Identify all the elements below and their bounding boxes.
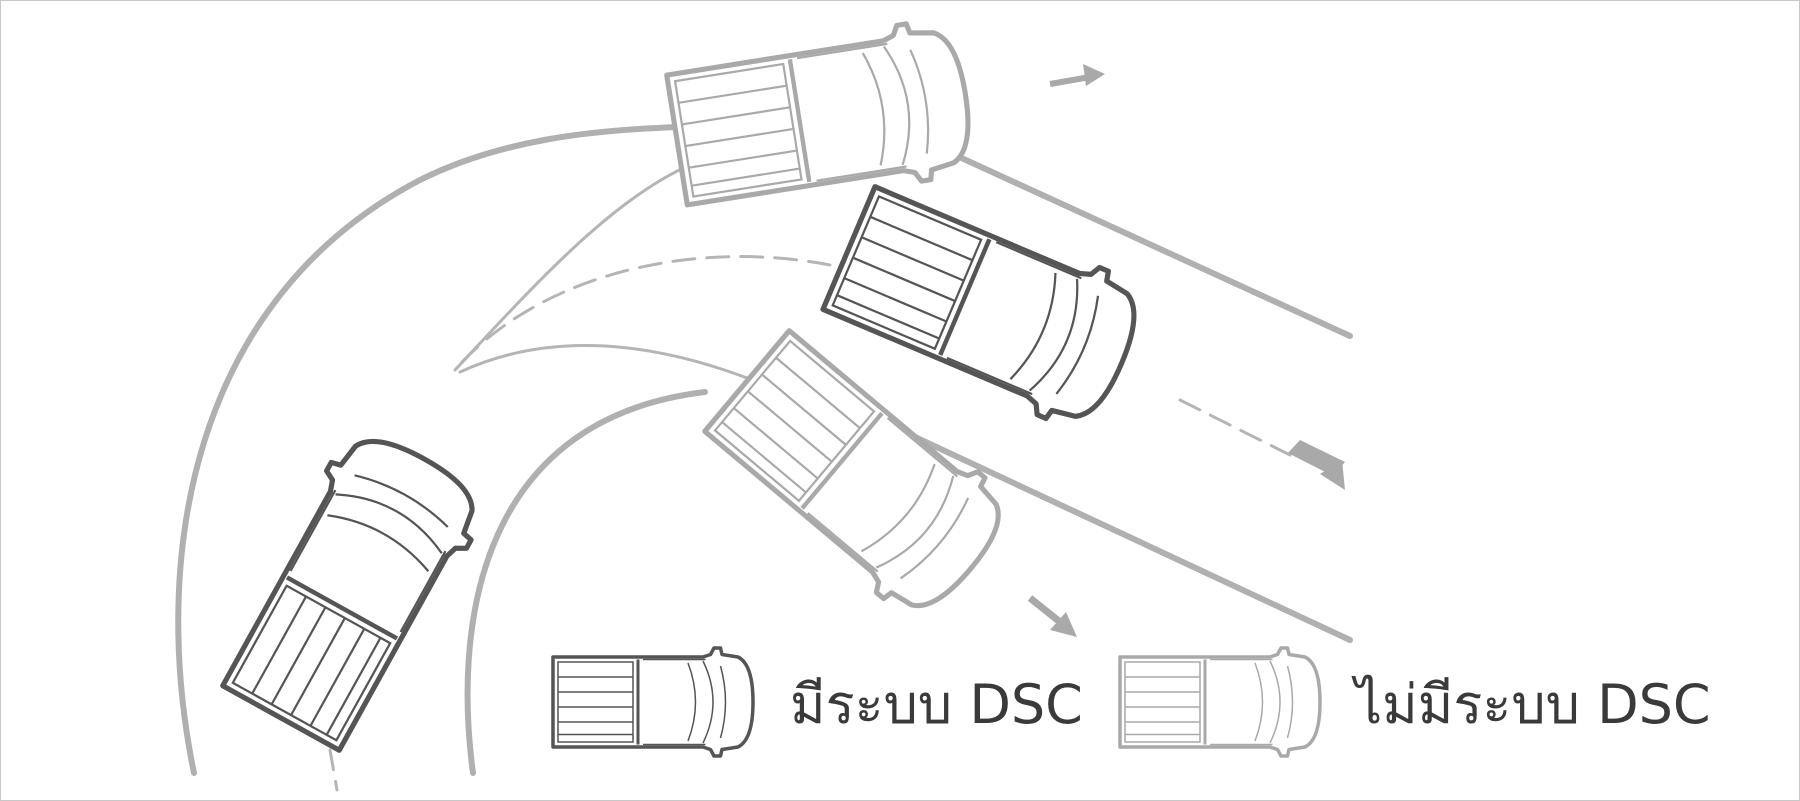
road-outer-edge [175, 124, 683, 776]
track-with-dsc [460, 255, 832, 364]
legend-without-dsc-label: ไม่มีระบบ DSC [1355, 673, 1711, 736]
legend-with-dsc-icon [551, 646, 755, 758]
track-without-dsc-upper [453, 163, 692, 372]
truck-start-icon [211, 420, 494, 756]
legend-without-dsc-icon [1118, 646, 1322, 758]
tracks [328, 163, 1292, 792]
arrow-top-icon [1049, 64, 1105, 87]
track-with-dsc-exit [1178, 398, 1292, 457]
arrow-dsc-icon [1288, 440, 1345, 490]
track-without-dsc-lower [458, 344, 762, 385]
road-inner-edge [464, 389, 708, 776]
road-outer-edge-right [952, 152, 1353, 339]
track-start-dash [328, 748, 339, 792]
arrow-bottom-icon [1027, 595, 1077, 637]
road [175, 124, 1353, 776]
road-inner-edge-right [897, 427, 1353, 643]
truck-without-dsc-top-icon [665, 16, 978, 217]
arrows [1027, 64, 1345, 637]
legend-with-dsc-label: มีระบบ DSC [790, 673, 1083, 736]
